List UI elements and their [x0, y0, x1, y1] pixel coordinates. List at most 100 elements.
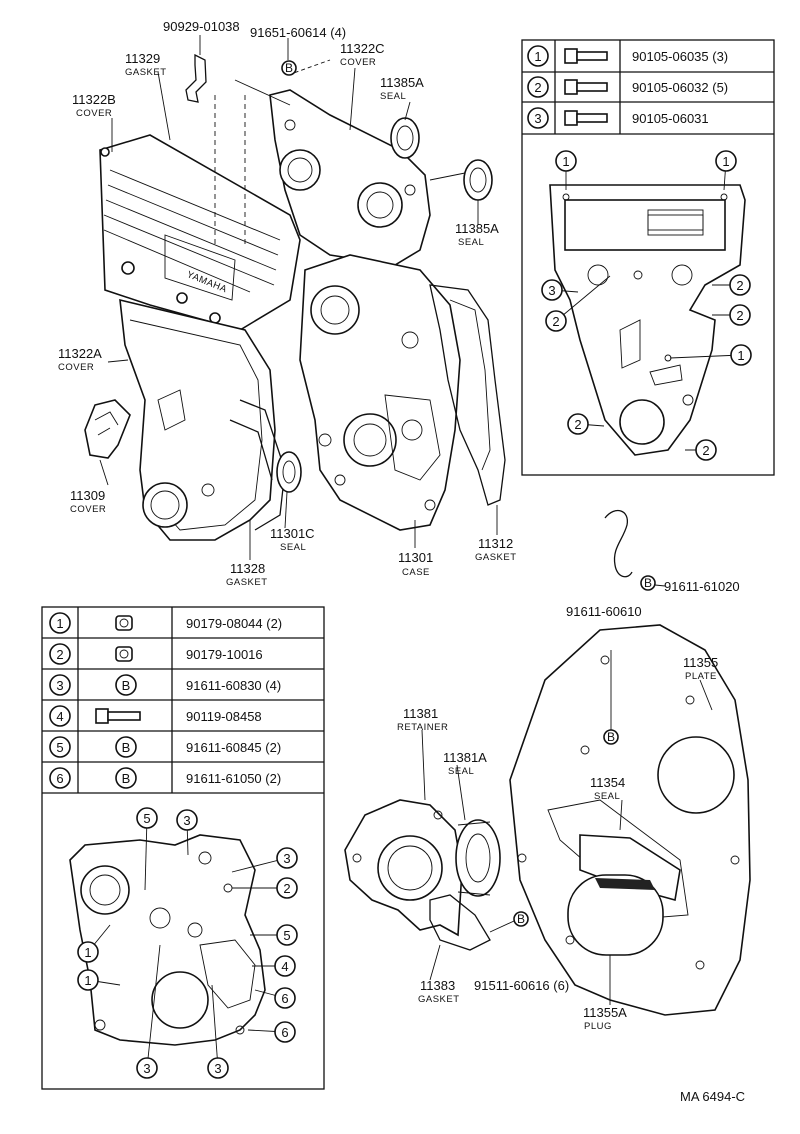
label-11322c-sub: COVER [340, 57, 376, 68]
nut-icon [115, 646, 133, 662]
label-11354: 11354 [590, 775, 625, 790]
front-callout-0-number: 1 [562, 154, 569, 169]
rear-callout-2: 3 [276, 847, 298, 869]
b-marker-91651 [281, 60, 297, 76]
fastener-index-0-circle [49, 612, 71, 634]
seal-11381a [455, 819, 501, 897]
label-11381-sub: RETAINER [397, 722, 448, 733]
fastener-index-5: 6 [49, 767, 71, 789]
front-callout-2: 3 [541, 279, 563, 301]
bolt-table-top-part-0: 90105-06035 (3) [632, 49, 728, 64]
cover-11309 [84, 399, 131, 459]
front-callout-3-circle [729, 274, 751, 296]
fastener-icon: B [115, 736, 137, 758]
rear-callout-9: 3 [136, 1057, 158, 1079]
bolt-shank-icon [576, 113, 608, 123]
seal-11301c [276, 451, 302, 493]
bolt-shank-icon [576, 82, 608, 92]
label-90929-01038: 90929-01038 [163, 19, 240, 34]
label-11385a-top-sub: SEAL [380, 91, 406, 102]
fastener-index-1-number: 2 [56, 647, 63, 662]
callout-leader [211, 984, 219, 1069]
front-callout-0-circle [555, 150, 577, 172]
bolt-table-top-index-1: 2 [527, 76, 549, 98]
callout-leader [669, 354, 742, 359]
retainer-11381 [344, 799, 463, 937]
bolt-table-top-index-2-circle [527, 107, 549, 129]
b-marker-60610-text: B [607, 730, 615, 744]
front-callout-1-circle [715, 150, 737, 172]
bolt-table-top-part-1: 90105-06032 (5) [632, 80, 728, 95]
rear-callout-1-number: 3 [183, 813, 190, 828]
case-rear-view [69, 834, 266, 1046]
rear-callout-6-number: 5 [283, 928, 290, 943]
label-11381a: 11381A [443, 750, 487, 765]
rear-callout-3-number: 2 [283, 881, 290, 896]
bolt-table-top-index-0: 1 [527, 45, 549, 67]
label-11329: 11329 [125, 51, 160, 66]
fastener-part-4: 91611-60845 (2) [186, 740, 281, 755]
rear-callout-4-number: 1 [84, 945, 91, 960]
callout-leader [555, 275, 611, 322]
fastener-icon: B [115, 674, 137, 696]
b-bolt-letter: B [122, 740, 131, 755]
bolt-shank-icon [107, 711, 141, 721]
fastener-part-3: 90119-08458 [186, 709, 262, 724]
label-11355-sub: PLATE [685, 671, 717, 682]
bolt-table-top-index-2: 3 [527, 107, 549, 129]
label-11328-sub: GASKET [226, 577, 268, 588]
label-11322c: 11322C [340, 41, 385, 56]
label-11355: 11355 [683, 655, 718, 670]
timing-case-11301 [299, 254, 461, 531]
rear-callout-5: 1 [77, 969, 99, 991]
front-callout-6: 1 [730, 344, 752, 366]
rear-callout-4: 1 [77, 941, 99, 963]
rear-callout-5-number: 1 [84, 973, 91, 988]
seal-11385a-top [390, 117, 420, 159]
fastener-icon [95, 708, 141, 724]
rear-callout-6: 5 [276, 924, 298, 946]
fastener-index-2-circle [49, 674, 71, 696]
b-bolt-icon [115, 736, 137, 758]
rear-callout-3-circle [276, 877, 298, 899]
front-callout-8-number: 2 [702, 443, 709, 458]
front-view-cover [549, 184, 746, 456]
fastener-index-2: 3 [49, 674, 71, 696]
rear-callout-11: 6 [274, 1021, 296, 1043]
rear-callout-9-circle [136, 1057, 158, 1079]
timing-cover-11322b [99, 134, 301, 331]
bolt-table-top-index-2-number: 3 [534, 111, 541, 126]
bolt-table-top [521, 39, 775, 476]
front-callout-2-circle [541, 279, 563, 301]
label-11309-sub: COVER [70, 504, 106, 515]
fastener-index-4-circle [49, 736, 71, 758]
fastener-index-4-number: 5 [56, 740, 63, 755]
label-11301-sub: CASE [402, 567, 430, 578]
nut-hole-icon [119, 618, 129, 628]
rear-callout-5-circle [77, 969, 99, 991]
leader-lines-bottom [421, 679, 713, 1005]
b-marker-text: B [285, 61, 293, 75]
label-11322a: 11322A [58, 346, 102, 361]
label-11309: 11309 [70, 488, 105, 503]
b-bolt-icon [115, 767, 137, 789]
label-11312-sub: GASKET [475, 552, 517, 563]
b-bolt-icon [115, 674, 137, 696]
fastener-index-1: 2 [49, 643, 71, 665]
fastener-index-5-number: 6 [56, 771, 63, 786]
fastener-index-1-circle [49, 643, 71, 665]
label-11301: 11301 [398, 550, 433, 565]
rear-callout-7-circle [274, 955, 296, 977]
label-11381a-sub: SEAL [448, 766, 474, 777]
label-91651-60614: 91651-60614 (4) [250, 25, 346, 40]
front-callout-1-number: 1 [722, 154, 729, 169]
rear-callout-0-number: 5 [143, 811, 150, 826]
case-gasket-11312 [429, 284, 506, 506]
label-11354-sub: SEAL [594, 791, 620, 802]
bolt-icon [564, 79, 608, 95]
fastener-index-0-number: 1 [56, 616, 63, 631]
rear-callout-0: 5 [136, 807, 158, 829]
front-callout-4: 2 [545, 310, 567, 332]
